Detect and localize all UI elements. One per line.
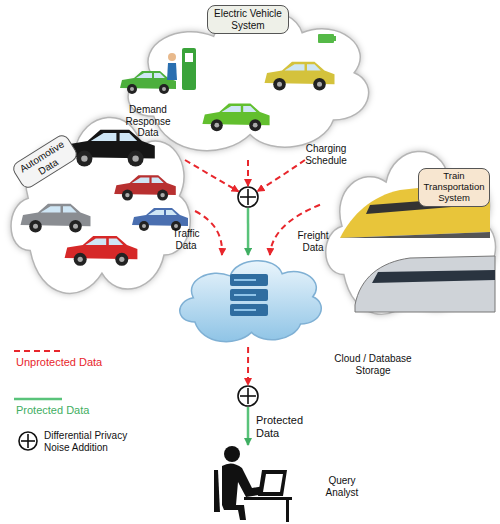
unprotected-data-flow <box>247 160 249 186</box>
laptop-screen <box>263 474 283 492</box>
high-speed-train <box>340 180 490 238</box>
legend-line-protected <box>14 398 62 401</box>
noise-symbol <box>237 385 259 407</box>
laptop <box>258 470 287 496</box>
car <box>114 175 176 200</box>
legend-noise-symbol <box>19 432 37 450</box>
noise-symbol <box>237 186 259 208</box>
server-unit <box>230 304 268 316</box>
noise-circle <box>238 187 258 207</box>
edge-label: Demand Response Data <box>118 104 178 139</box>
person-body <box>167 63 177 80</box>
noise-circle <box>238 386 258 406</box>
electric-car <box>202 104 269 132</box>
analyst-legs <box>222 505 246 520</box>
charging-station <box>182 48 196 90</box>
edge-label: Freight Data <box>290 230 336 253</box>
server-stripe <box>234 294 256 296</box>
cloud-shape <box>326 151 496 314</box>
suv <box>21 204 91 233</box>
edge-label: Charging Schedule <box>298 143 354 166</box>
train-windows <box>366 196 488 214</box>
train-windows <box>372 270 495 283</box>
cloud-shape <box>11 117 190 293</box>
storage-label: Cloud / Database Storage <box>332 353 414 376</box>
plus-line <box>240 196 256 198</box>
car <box>132 208 188 231</box>
car <box>65 236 138 266</box>
charger-screen <box>185 53 193 62</box>
storage-cloud-shape <box>180 261 321 342</box>
person-head <box>168 53 176 61</box>
server-unit <box>230 274 268 286</box>
cloud-heading: Electric Vehicle System <box>207 5 289 34</box>
train-base <box>340 232 490 238</box>
passenger-train <box>355 256 495 312</box>
edge-label: Traffic Data <box>166 228 206 251</box>
server-stripe <box>234 279 256 281</box>
battery-icon <box>318 34 334 43</box>
unprotected-data-flow <box>185 160 239 192</box>
battery-tip <box>334 36 336 41</box>
cloud-heading: Train Transportation System <box>418 168 490 207</box>
plus-line <box>240 395 256 397</box>
legend-text: Protected Data <box>16 404 136 417</box>
edge-label: Protected Data <box>256 414 312 439</box>
desk <box>244 497 292 500</box>
chair-back <box>214 470 220 512</box>
noise-addition-node <box>237 186 259 208</box>
unprotected-data-flow <box>257 160 305 191</box>
desk-leg <box>286 500 289 522</box>
server-unit <box>230 289 268 301</box>
analyst-label: Query Analyst <box>318 475 366 498</box>
noise-addition-node <box>237 385 259 407</box>
protected-data-flow <box>247 208 250 255</box>
legend-plus <box>21 440 35 442</box>
analyst-head <box>224 446 240 462</box>
protected-data-flow <box>247 407 250 445</box>
legend-line-unprotected <box>14 350 62 352</box>
legend-text: Differential Privacy Noise Addition <box>44 430 154 453</box>
electric-car <box>265 62 335 91</box>
unprotected-data-flow <box>247 347 249 385</box>
server-stripe <box>234 309 256 311</box>
legend-text: Unprotected Data <box>16 356 136 369</box>
